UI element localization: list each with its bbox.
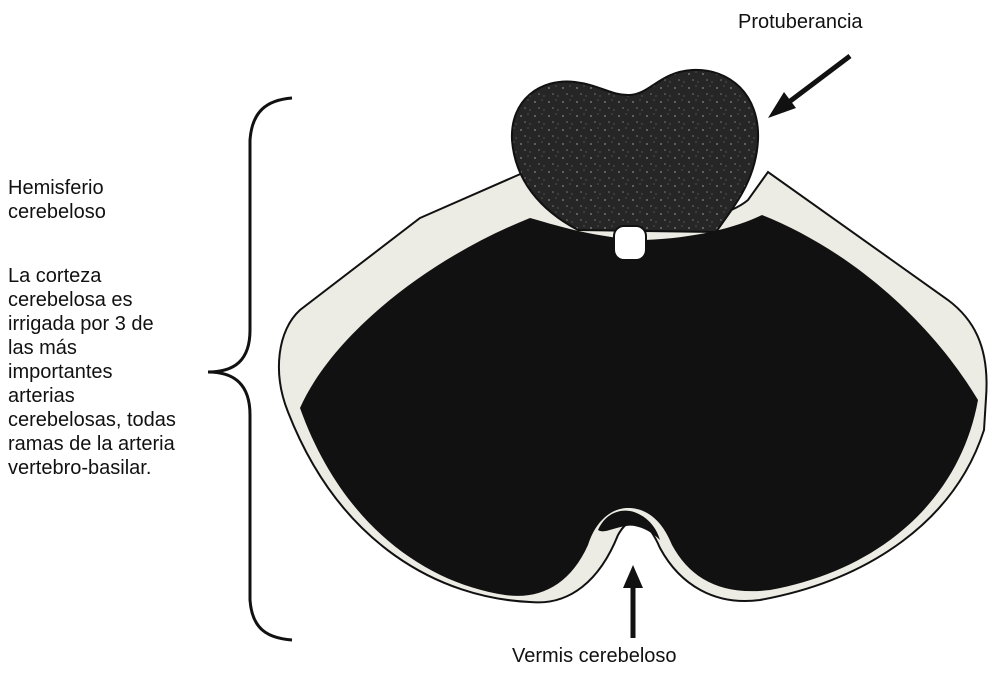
label-protuberancia: Protuberancia — [738, 10, 863, 34]
label-hemisferio-cerebeloso: Hemisferio cerebeloso — [8, 176, 218, 224]
label-vermis-cerebeloso: Vermis cerebeloso — [512, 644, 677, 668]
arrow-protuberancia — [768, 56, 850, 118]
pons — [512, 70, 758, 232]
fourth-ventricle — [614, 226, 646, 260]
label-corteza-description: La corteza cerebelosa es irrigada por 3 … — [8, 264, 228, 480]
arrow-vermis — [623, 565, 643, 638]
